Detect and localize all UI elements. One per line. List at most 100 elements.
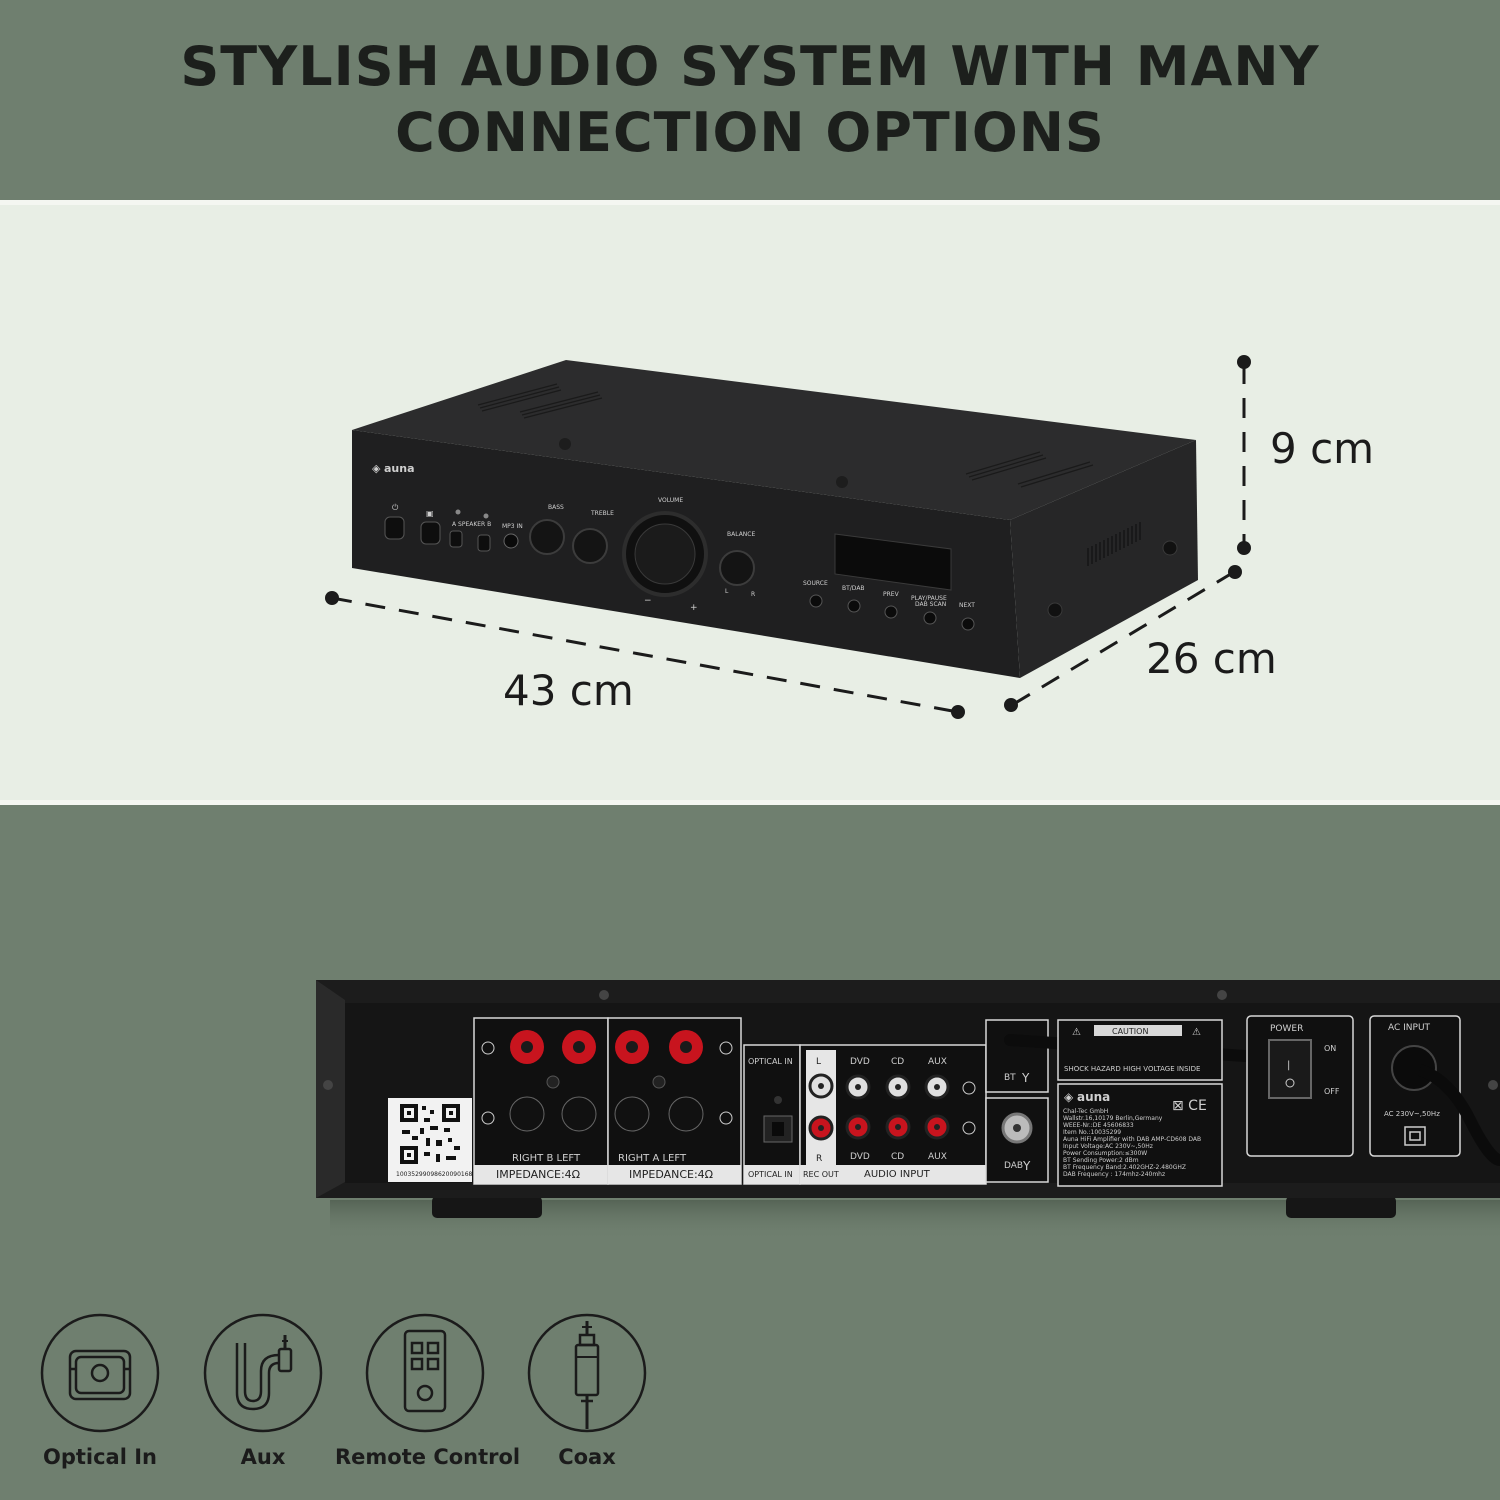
optical-in-label: OPTICAL IN (748, 1057, 793, 1066)
ac-input-socket[interactable] (1391, 1045, 1437, 1091)
speaker-b-label: RIGHT B LEFT (512, 1153, 581, 1164)
feature-label: Aux (240, 1445, 286, 1469)
speaker-a-right-minus-terminal[interactable] (614, 1096, 650, 1132)
antenna-icon: Y (1021, 1071, 1030, 1085)
front-display (834, 533, 952, 591)
speaker-b-left-minus-terminal[interactable] (561, 1096, 597, 1132)
rec-out-label: REC OUT (803, 1170, 839, 1179)
ac-voltage: AC 230V~,50Hz (1384, 1110, 1440, 1118)
optical-in-plate-label: OPTICAL IN (748, 1170, 793, 1179)
screw (1488, 1080, 1498, 1090)
rear-foot (1286, 1196, 1396, 1218)
speaker-b-button[interactable] (477, 534, 491, 552)
feature-label: Coax (558, 1445, 616, 1469)
side-vents (1087, 522, 1141, 566)
power-button[interactable] (384, 516, 405, 540)
info-line: Input Voltage:AC 230V~,50Hz (1063, 1143, 1153, 1150)
treble-knob[interactable] (572, 528, 608, 564)
front-brand: auna (384, 462, 415, 475)
class-ii-icon (1404, 1126, 1426, 1146)
off-label: OFF (1324, 1087, 1340, 1096)
title-line-1: STYLISH AUDIO SYSTEM WITH MANY (180, 35, 1320, 98)
volume-plus: + (690, 603, 698, 613)
top-vents-right (965, 451, 1094, 488)
info-line: Power Consumption:≤300W (1063, 1150, 1147, 1157)
volume-knob-cap (634, 523, 696, 585)
input-dvd-label-2: DVD (850, 1152, 870, 1162)
rec-out-l: L (816, 1057, 821, 1067)
bt-dab-label: BT/DAB (842, 585, 865, 592)
minus-icon (719, 1111, 733, 1125)
bt-dab-button[interactable] (847, 599, 861, 613)
dimension-dots (325, 355, 1251, 719)
impedance-b: IMPEDANCE:4Ω (496, 1168, 580, 1181)
right-channel-icon (962, 1121, 976, 1135)
feature-coax: Coax (497, 1313, 677, 1469)
plus-icon (719, 1041, 733, 1055)
speaker-b-led (483, 513, 489, 519)
depth-line (1011, 570, 1235, 707)
label-plate (800, 1165, 986, 1184)
feature-remote-control: Remote Control (335, 1313, 521, 1469)
caution-plate (1094, 1025, 1182, 1036)
optical-port-hole (772, 1122, 784, 1136)
info-line: Item No.:10035299 (1063, 1129, 1121, 1136)
terminal-hole (573, 1041, 585, 1053)
amplifier-top (352, 360, 1196, 520)
header-band (0, 0, 1500, 200)
prev-button[interactable] (884, 605, 898, 619)
screw (652, 1075, 666, 1089)
bass-knob[interactable] (529, 519, 565, 555)
play-pause-button[interactable] (923, 611, 937, 625)
depth-dimension: 26 cm (1146, 634, 1277, 683)
impedance-a: IMPEDANCE:4Ω (629, 1168, 713, 1181)
class-ii-icon-inner (1409, 1131, 1421, 1141)
impedance-plate (608, 1165, 741, 1184)
terminal-hole (521, 1041, 533, 1053)
info-line: BT Frequency Band:2.402GHZ-2.480GHZ (1063, 1164, 1186, 1171)
volume-label: VOLUME (658, 497, 683, 504)
info-brand-icon: ◈ (1064, 1090, 1074, 1104)
input-cd-label-2: CD (891, 1152, 904, 1162)
input-aux-label: AUX (928, 1057, 947, 1067)
headphone-jack[interactable] (420, 521, 441, 545)
width-dimension: 43 cm (503, 666, 634, 715)
feature-aux: Aux (173, 1313, 353, 1469)
qr-code-icon (400, 1104, 460, 1164)
source-button[interactable] (809, 594, 823, 608)
feature-label: Remote Control (335, 1445, 521, 1469)
next-button[interactable] (961, 617, 975, 631)
side-screw (1047, 602, 1063, 618)
top-screw (559, 438, 571, 450)
coax-icon (527, 1313, 647, 1433)
divider (0, 200, 1500, 205)
label-plate (744, 1165, 800, 1184)
mp3-in-jack[interactable] (503, 533, 519, 549)
input-aux-label-2: AUX (928, 1152, 947, 1162)
height-dimension: 9 cm (1270, 424, 1375, 473)
bass-label: BASS (548, 504, 564, 511)
speaker-a-button[interactable] (449, 530, 463, 548)
speaker-b-right-minus-terminal[interactable] (509, 1096, 545, 1132)
antenna-icon: Y (1022, 1159, 1031, 1173)
balance-knob[interactable] (719, 550, 755, 586)
minus-icon (481, 1111, 495, 1125)
speaker-a-led (455, 509, 461, 515)
plus-icon (481, 1041, 495, 1055)
amplifier-side-face (1010, 440, 1198, 678)
serial-number: 10035299098620090168 (396, 1171, 473, 1178)
page-title: STYLISH AUDIO SYSTEM WITH MANY CONNECTIO… (0, 34, 1500, 166)
info-brand: auna (1077, 1090, 1110, 1104)
power-label: POWER (1270, 1024, 1303, 1034)
top-vents-left (477, 383, 603, 419)
info-line: Wallstr.16,10179 Berlin,Germany (1063, 1115, 1163, 1122)
info-line: BT Sending Power:2 dBm (1063, 1157, 1139, 1164)
left-channel-icon (962, 1081, 976, 1095)
speaker-a-left-minus-terminal[interactable] (668, 1096, 704, 1132)
input-cd-label: CD (891, 1057, 904, 1067)
power-rocker-switch[interactable] (1268, 1039, 1312, 1099)
side-screw (1162, 540, 1178, 556)
info-line: DAB Frequency : 174mhz-240mhz (1063, 1171, 1165, 1178)
